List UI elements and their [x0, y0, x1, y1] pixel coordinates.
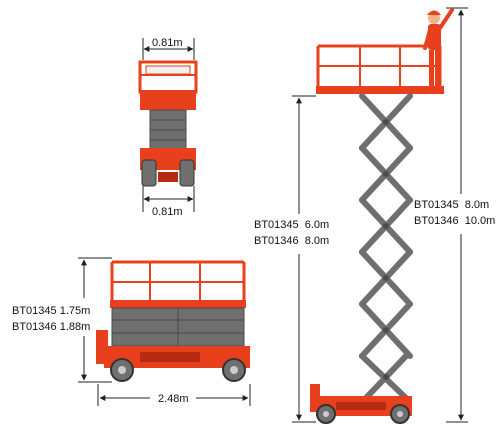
- platform-height-label-1: BT01345 6.0m: [254, 219, 329, 231]
- working-height-label-2: BT01346 10.0m: [414, 215, 495, 227]
- platform-height-label-2: BT01346 8.0m: [254, 235, 329, 247]
- worker-icon: [423, 8, 454, 86]
- front-view-icon: [138, 38, 198, 212]
- front-bottom-width-label: 0.81m: [152, 206, 183, 218]
- side-view-stowed-icon: [78, 257, 251, 406]
- side-view-raised-icon: [292, 7, 468, 424]
- working-height-label-1: BT01345 8.0m: [414, 199, 489, 211]
- stowed-height-label-2: BT01346 1.88m: [12, 321, 90, 333]
- front-top-width-label: 0.81m: [152, 37, 183, 49]
- side-length-label: 2.48m: [158, 393, 189, 405]
- stowed-height-label-1: BT01345 1.75m: [12, 305, 90, 317]
